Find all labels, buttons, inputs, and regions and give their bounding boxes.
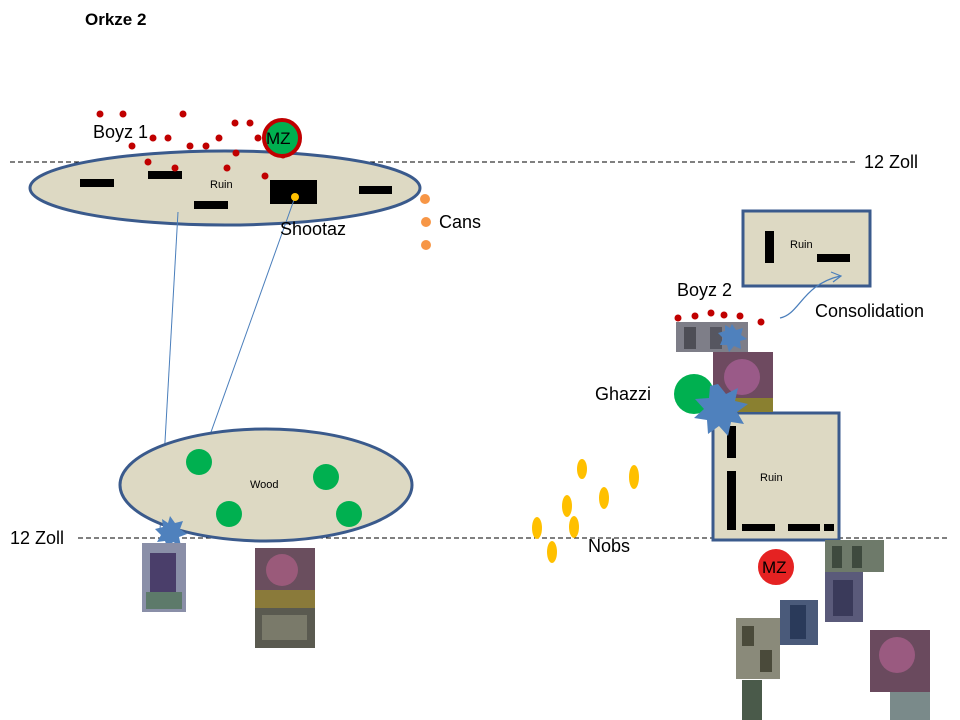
shootaz-marker xyxy=(291,193,299,201)
right-big-ruin-label: Ruin xyxy=(760,472,783,484)
nobs-label: Nobs xyxy=(588,536,631,556)
ruin-wall xyxy=(359,186,392,194)
trees xyxy=(186,449,362,527)
ruin-wall xyxy=(765,231,774,263)
photo-right-4 xyxy=(736,618,780,679)
ruin-wall xyxy=(194,201,228,209)
wood-label: Wood xyxy=(250,479,279,491)
ruin-wall xyxy=(80,179,114,187)
ghazzi-label: Ghazzi xyxy=(595,384,652,404)
blast-icon xyxy=(155,516,187,549)
ruin-wall xyxy=(727,471,736,530)
arrow-head xyxy=(830,271,843,283)
top-ruin-label: Ruin xyxy=(210,179,233,191)
consolidation-label: Consolidation xyxy=(815,301,925,321)
boyz1-models xyxy=(96,110,287,180)
photo-right-6 xyxy=(742,680,762,720)
ghazzi-blast-icon xyxy=(694,384,748,436)
right-top-ruin-label: Ruin xyxy=(790,239,813,251)
mz-marker-bottom xyxy=(756,547,796,587)
cans-models xyxy=(420,194,431,250)
top-range-label: 12 Zoll xyxy=(864,152,919,172)
shootaz-label: Shootaz xyxy=(280,219,347,239)
photo-right-2 xyxy=(825,572,863,622)
boyz2-blast-icon xyxy=(718,324,747,352)
photo-right-5 xyxy=(870,630,930,692)
ruin-wall xyxy=(788,524,820,531)
nobs-models xyxy=(532,459,639,563)
diagram-title: Orkze 2 xyxy=(85,10,147,29)
ruin-wall xyxy=(742,524,775,531)
photo-right-3 xyxy=(780,600,818,645)
cans-label: Cans xyxy=(439,212,482,232)
photo-left-2 xyxy=(255,548,315,608)
photo-right-1 xyxy=(825,540,884,572)
ruin-wall xyxy=(148,171,182,179)
photo-right-7 xyxy=(890,692,930,720)
consolidation-arrow xyxy=(779,275,841,319)
boyz2-label: Boyz 2 xyxy=(677,280,733,300)
mz-marker-top xyxy=(262,118,302,158)
photo-left-3 xyxy=(255,608,315,648)
photo-ghazzi xyxy=(713,352,773,412)
ruin-wall xyxy=(824,524,834,531)
boyz1-label: Boyz 1 xyxy=(93,122,149,142)
bottom-range-label: 12 Zoll xyxy=(10,528,65,548)
mz-bottom-label: MZ xyxy=(762,558,787,577)
ruin-wall xyxy=(817,254,850,262)
photo-left-1 xyxy=(142,543,186,612)
ruin-wall xyxy=(727,426,736,458)
mz-top-label: MZ xyxy=(266,129,291,148)
right-top-ruin-terrain xyxy=(741,209,872,288)
boyz2-models xyxy=(674,309,765,326)
top-ruin-terrain xyxy=(28,149,422,227)
